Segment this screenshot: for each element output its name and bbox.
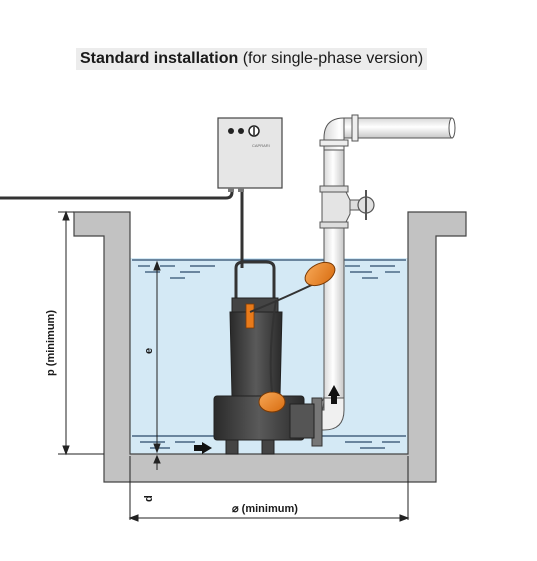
title-bold: Standard installation: [80, 50, 239, 67]
sump-wall: [73, 211, 467, 483]
flow-arrow-up-icon: [328, 385, 340, 404]
panel-brand: CAPRARI: [252, 143, 270, 148]
dimension-lines: [58, 210, 410, 522]
pump: [213, 260, 315, 455]
float-cable: [269, 299, 277, 393]
power-cable: [0, 191, 234, 200]
water-height-label: e: [143, 348, 155, 354]
panel-light-icon: [238, 128, 244, 134]
depth-label: p (minimum): [45, 310, 57, 376]
water-surface: [132, 259, 406, 279]
control-panel: CAPRARI: [217, 117, 283, 192]
clearance-label: d: [143, 495, 155, 502]
flow-arrow-right-icon: [194, 442, 212, 454]
gate-valve: [319, 185, 375, 229]
title-normal: (for single-phase version): [238, 50, 424, 67]
page-title: Standard installation (for single-phase …: [76, 48, 428, 70]
float-switch-icon: [304, 261, 336, 287]
width-label: ⌀ (minimum): [232, 503, 298, 515]
panel-light-icon: [228, 128, 234, 134]
